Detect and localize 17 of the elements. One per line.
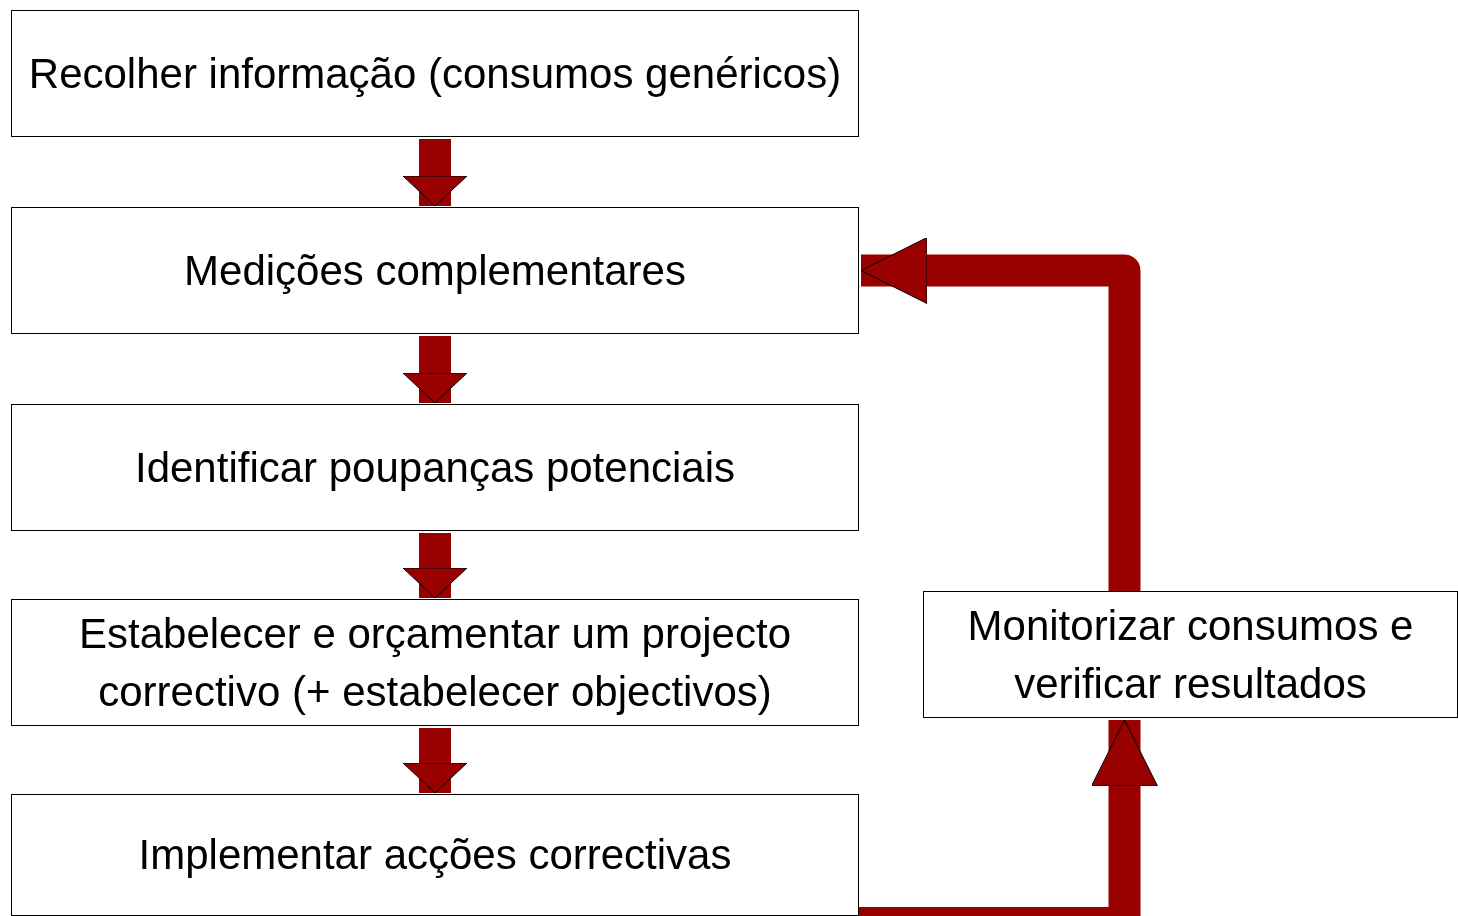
- process-box: [11, 207, 859, 334]
- step-text: Recolher informação (consumos genéricos): [28, 48, 842, 99]
- arrow: [402, 139, 468, 207]
- process-box: [923, 591, 1458, 718]
- process-box: [11, 10, 859, 137]
- arrow: [402, 728, 468, 794]
- arrow: [860, 237, 1141, 591]
- arrow: [402, 336, 468, 404]
- arrow: [402, 533, 468, 599]
- process-box: [11, 404, 859, 531]
- process-box: [11, 599, 859, 726]
- step-text: Medições complementares: [184, 245, 686, 296]
- step-text: Implementar acções correctivas: [138, 830, 732, 880]
- process-box: [11, 794, 859, 916]
- step-text: Estabelecer e orçamentar um projecto correctivo (+ estabelecer objectivos): [78, 608, 792, 717]
- step-text: Monitorizar consumos e verificar resultados: [966, 600, 1415, 709]
- step-text: Identificar poupanças potenciais: [134, 442, 736, 493]
